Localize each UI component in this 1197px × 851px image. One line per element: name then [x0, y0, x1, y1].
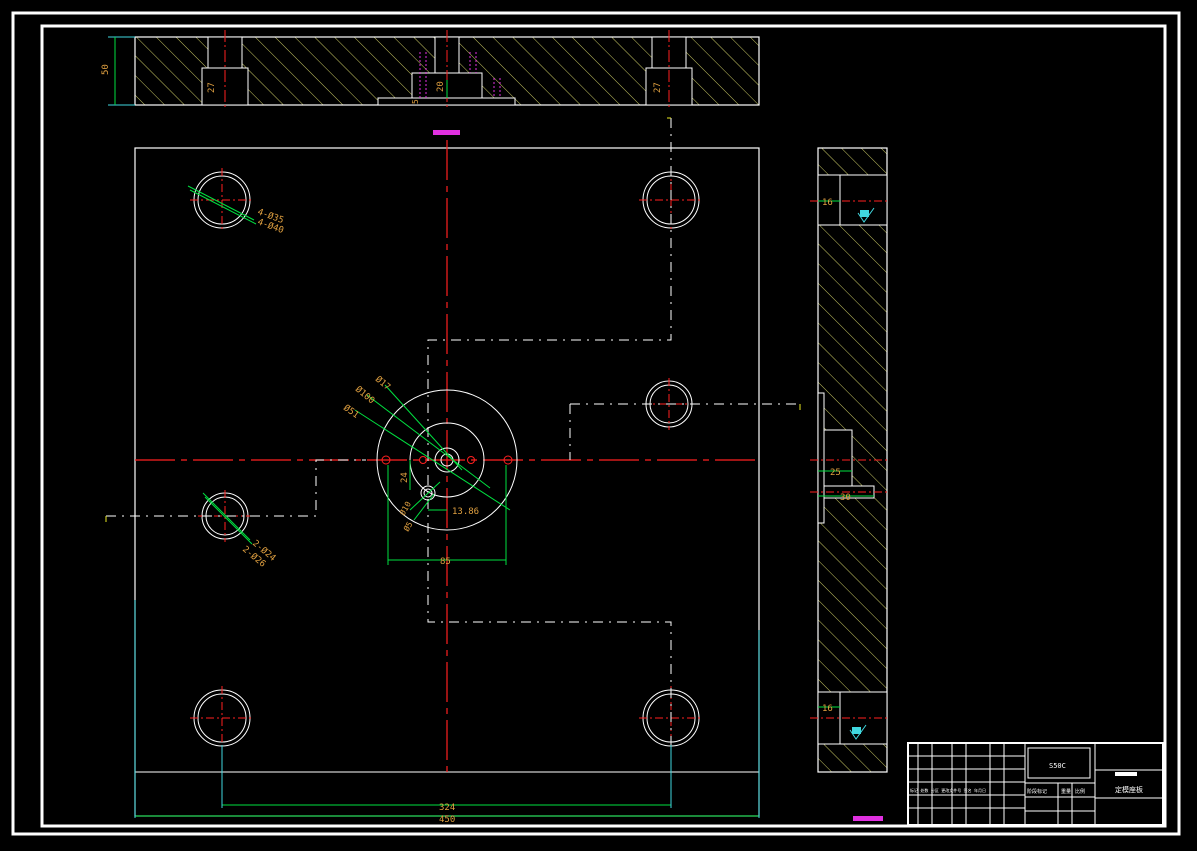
top-section-view: 50 27 27 20 5	[101, 30, 760, 135]
dim-324: 324	[439, 803, 455, 813]
magenta-marker-bottom	[853, 816, 883, 821]
dim-small-a: Ø10	[397, 499, 413, 517]
dim-leaders	[135, 185, 759, 817]
top-dim-center: 20	[436, 81, 446, 92]
title-material: S50C	[1049, 762, 1066, 770]
dim-85: 85	[440, 557, 451, 567]
title-row-labels: 标记 处数 分区 更改文件号 签名 年月日	[910, 787, 986, 793]
top-dim-small: 5	[411, 99, 420, 104]
title-col-b: 重量	[1061, 788, 1071, 795]
dim-center-b: Ø100	[353, 384, 377, 406]
top-dim-left-cb: 27	[207, 82, 217, 93]
dim-center-c: Ø51	[341, 402, 361, 420]
dim-v24: 24	[400, 472, 410, 483]
title-part-name: 定模座板	[1115, 785, 1143, 794]
top-dim-right-cb: 27	[653, 82, 663, 93]
plan-view: 4-Ø35 4-Ø40 2-Ø24 2-Ø26 Ø17 Ø100 Ø51 Ø10…	[105, 117, 801, 825]
section-path	[106, 118, 800, 800]
dim-offset: 13.86	[452, 507, 479, 517]
side-dim-bottom: 16	[822, 704, 833, 714]
side-dim-25: 25	[830, 468, 841, 478]
corner-hole-tl	[190, 168, 254, 232]
top-dim-height: 50	[101, 64, 111, 75]
dim-small-b: Ø5	[401, 519, 415, 533]
side-dim-top: 16	[822, 198, 833, 208]
title-col-a: 阶段标记	[1027, 788, 1047, 795]
inner-frame	[40, 24, 1167, 828]
title-block: S50C 定模座板 标记 处数 分区 更改文件号 签名 年月日 阶段标记 重量 …	[907, 742, 1164, 826]
roughness-symbol-top	[857, 207, 875, 223]
roughness-symbol-bottom	[849, 724, 867, 740]
side-dim-30: 30	[840, 493, 851, 503]
outer-frame	[11, 11, 1181, 836]
side-section-view: 16 16 25 30	[810, 147, 890, 773]
corner-hole-bl	[190, 686, 254, 750]
magenta-marker-top	[433, 130, 460, 135]
title-col-c: 比例	[1075, 788, 1085, 795]
dim-450: 450	[439, 815, 455, 825]
